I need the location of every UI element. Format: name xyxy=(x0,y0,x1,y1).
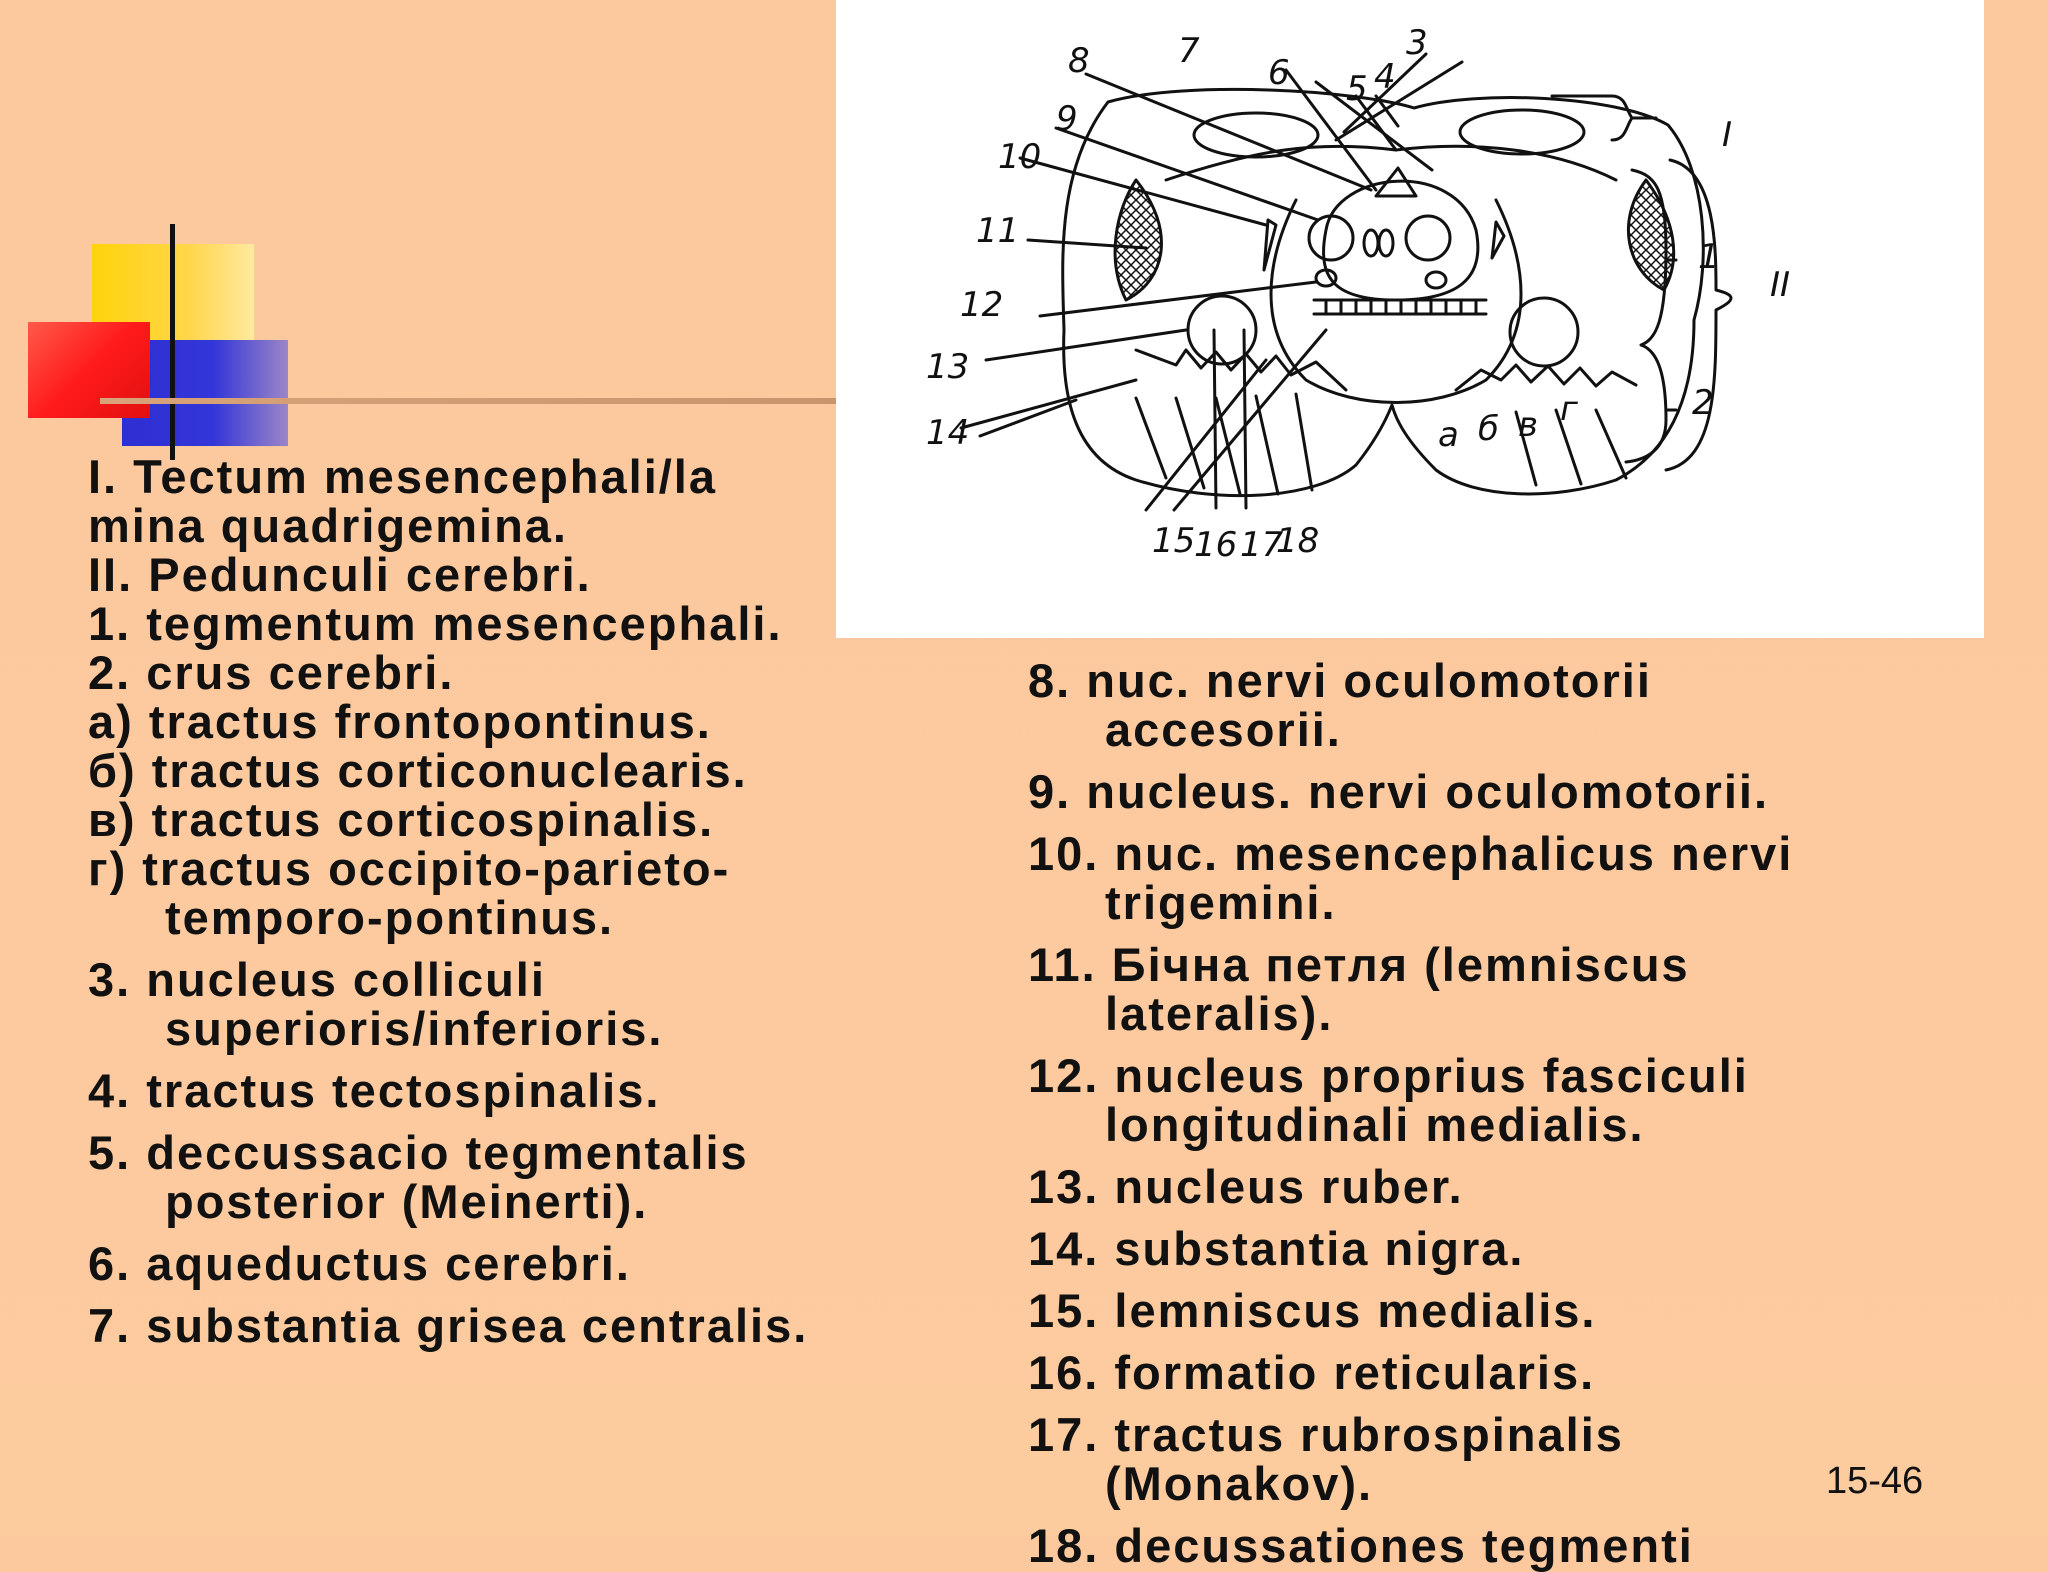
figure-label-v: в xyxy=(1518,405,1538,445)
figure-label-5: 5 xyxy=(1346,69,1368,109)
legend-item-continuation: (Monakov). xyxy=(1105,1457,1374,1510)
legend-item-text: 2. crus cerebri. xyxy=(88,646,455,699)
legend-item: I. Tectum mesencephali/la mina quadrigem… xyxy=(88,452,888,550)
legend-item-text: 13. nucleus ruber. xyxy=(1028,1160,1464,1213)
legend-item-continuation: trigemini. xyxy=(1105,876,1337,929)
figure-label-8: 8 xyxy=(1068,41,1090,81)
oculomotor-nucleus-left xyxy=(1307,214,1355,262)
figure-label-13: 13 xyxy=(926,347,969,387)
legend-item-text: 5. deccussacio tegmentalis xyxy=(88,1126,749,1179)
legend-item: в) tractus corticospinalis. xyxy=(88,795,888,844)
legend-item: 17. tractus rubrospinalis (Monakov). xyxy=(1028,1410,1978,1508)
legend-item-text: II. Pedunculi cerebri. xyxy=(88,548,592,601)
figure-label-2: 2 xyxy=(1692,383,1714,423)
legend-item-continuation: longitudinali medialis. xyxy=(1105,1098,1645,1151)
legend-item-text: 18. decussationes tegmenti xyxy=(1028,1519,1694,1572)
decor-horizontal-line xyxy=(100,398,840,404)
legend-item-text: 6. aqueductus cerebri. xyxy=(88,1237,631,1290)
figure-label-g: г xyxy=(1560,389,1579,429)
figure-label-4: 4 xyxy=(1374,57,1396,97)
legend-item-continuation: posterior (Meinerti). xyxy=(165,1175,649,1228)
legend-item-continuation: temporo-pontinus. xyxy=(165,891,615,944)
midbrain-cross-section-figure: 8 9 10 11 12 13 14 7 6 5 4 3 15 16 17 18… xyxy=(836,0,1984,638)
legend-item-text: 1. tegmentum mesencephali. xyxy=(88,597,783,650)
legend-item: 3. nucleus colliculi superioris/inferior… xyxy=(88,955,888,1053)
legend-item-continuation: lateralis). xyxy=(1105,987,1334,1040)
figure-label-1: 1 xyxy=(1698,237,1720,277)
legend-item-text: I. Tectum mesencephali/la xyxy=(88,450,718,503)
legend-item-text: 4. tractus tectospinalis. xyxy=(88,1064,661,1117)
legend-item-text: 11. Бічна петля (lemniscus xyxy=(1028,938,1690,991)
legend-item: 15. lemniscus medialis. xyxy=(1028,1286,1978,1335)
legend-item-text: в) tractus corticospinalis. xyxy=(88,793,715,846)
legend-item: 5. deccussacio tegmentalis posterior (Me… xyxy=(88,1128,888,1226)
legend-item: 8. nuc. nervi oculomotorii accesorii. xyxy=(1028,656,1978,754)
legend-item: г) tractus occipito-parieto- temporo-pon… xyxy=(88,844,888,942)
figure-label-10: 10 xyxy=(998,137,1041,177)
figure-label-9: 9 xyxy=(1056,99,1078,139)
legend-item: 12. nucleus proprius fasciculi longitudi… xyxy=(1028,1051,1978,1149)
legend-item-text: 15. lemniscus medialis. xyxy=(1028,1284,1597,1337)
midbrain-drawing: 8 9 10 11 12 13 14 7 6 5 4 3 15 16 17 18… xyxy=(926,23,1790,565)
legend-item: б) tractus corticonuclearis. xyxy=(88,746,888,795)
legend-item: 9. nucleus. nervi oculomotorii. xyxy=(1028,767,1978,816)
legend-item-text: 8. nuc. nervi oculomotorii xyxy=(1028,654,1652,707)
legend-item-text: 17. tractus rubrospinalis xyxy=(1028,1408,1624,1461)
legend-right-column: 8. nuc. nervi oculomotorii accesorii. 9.… xyxy=(1028,656,1978,1570)
figure-label-17: 17 xyxy=(1240,525,1284,565)
legend-item: 7. substantia grisea centralis. xyxy=(88,1301,888,1350)
legend-item: 6. aqueductus cerebri. xyxy=(88,1239,888,1288)
legend-item-text: 9. nucleus. nervi oculomotorii. xyxy=(1028,765,1770,818)
figure-label-a: а xyxy=(1438,415,1459,455)
legend-item-text: 7. substantia grisea centralis. xyxy=(88,1299,809,1352)
figure-label-15: 15 xyxy=(1152,521,1195,561)
legend-item: II. Pedunculi cerebri. xyxy=(88,550,888,599)
legend-item-text: б) tractus corticonuclearis. xyxy=(88,744,748,797)
figure-label-14: 14 xyxy=(926,413,969,453)
legend-item-continuation: mina quadrigemina. xyxy=(88,499,568,552)
legend-item-continuation: accesorii. xyxy=(1105,703,1342,756)
legend-item: 10. nuc. mesencephalicus nervi trigemini… xyxy=(1028,829,1978,927)
figure-label-16: 16 xyxy=(1194,525,1237,565)
midbrain-outline xyxy=(1061,87,1705,498)
legend-item: а) tractus frontopontinus. xyxy=(88,697,888,746)
legend-item: 18. decussationes tegmenti xyxy=(1028,1521,1978,1570)
figure-label-11: 11 xyxy=(976,211,1019,251)
legend-item: 2. crus cerebri. xyxy=(88,648,888,697)
colliculus-left xyxy=(1192,111,1320,159)
figure-label-3: 3 xyxy=(1406,23,1428,63)
legend-item-text: 16. formatio reticularis. xyxy=(1028,1346,1596,1399)
oculomotor-nucleus-right xyxy=(1404,214,1452,262)
legend-left-column: I. Tectum mesencephali/la mina quadrigem… xyxy=(88,452,888,1350)
legend-item: 4. tractus tectospinalis. xyxy=(88,1066,888,1115)
figure-label-roman-1: I xyxy=(1722,115,1732,155)
legend-item: 11. Бічна петля (lemniscus lateralis). xyxy=(1028,940,1978,1038)
figure-label-7: 7 xyxy=(1178,31,1200,71)
figure-label-6: 6 xyxy=(1268,53,1290,93)
figure-label-b: б xyxy=(1478,409,1499,449)
legend-item-text: а) tractus frontopontinus. xyxy=(88,695,712,748)
figure-label-18: 18 xyxy=(1276,521,1319,561)
decor-vertical-line xyxy=(170,224,175,460)
legend-item-text: 3. nucleus colliculi xyxy=(88,953,546,1006)
legend-item: 14. substantia nigra. xyxy=(1028,1224,1978,1273)
colliculus-right xyxy=(1458,108,1586,156)
legend-item-text: 12. nucleus proprius fasciculi xyxy=(1028,1049,1749,1102)
legend-item: 13. nucleus ruber. xyxy=(1028,1162,1978,1211)
legend-item: 16. formatio reticularis. xyxy=(1028,1348,1978,1397)
legend-item-text: 10. nuc. mesencephalicus nervi xyxy=(1028,827,1794,880)
page-number: 15-46 xyxy=(1826,1460,1924,1502)
figure-label-12: 12 xyxy=(960,285,1003,325)
legend-item-continuation: superioris/inferioris. xyxy=(165,1002,664,1055)
figure-label-roman-2: II xyxy=(1770,265,1790,305)
legend-item: 1. tegmentum mesencephali. xyxy=(88,599,888,648)
central-grey xyxy=(1322,179,1480,302)
red-nucleus-right xyxy=(1508,296,1580,368)
red-nucleus-left xyxy=(1186,294,1258,366)
legend-item-text: г) tractus occipito-parieto- xyxy=(88,842,731,895)
legend-item-text: 14. substantia nigra. xyxy=(1028,1222,1525,1275)
